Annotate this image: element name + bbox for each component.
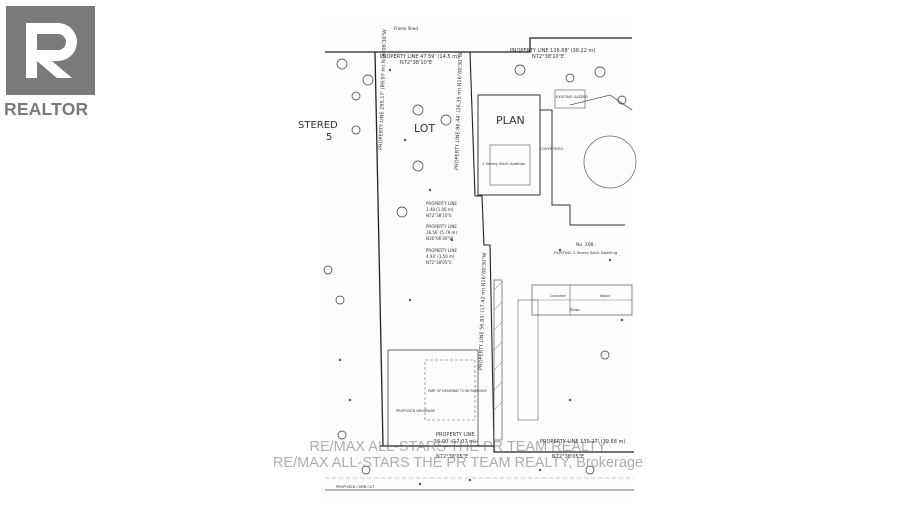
line-right-vertical: PROPERTY LINE 56.83' (17.42 m) N16°00'30… xyxy=(478,252,488,370)
line-pl1b: 3.48 (1.06 m) xyxy=(426,207,454,212)
label-part-driveway: PART OF DRIVEWAY TO BE REMOVED xyxy=(428,389,487,393)
line-bottom-left-b: 56.00' (17.07 m) xyxy=(434,439,476,445)
line-top-right: PROPERTY LINE 126.68' (38.22 m) xyxy=(510,48,595,54)
realtor-logo-text: REALTOR xyxy=(4,99,89,119)
line-pl2: PROPERTY LINE xyxy=(426,224,457,229)
line-bottom-left: PROPERTY LINE xyxy=(436,432,475,438)
label-patio: COVER PATIO xyxy=(540,147,563,151)
label-existing: EXISTING 2 Storey Brick Dwelling xyxy=(554,250,618,255)
label-no208: No. 208 xyxy=(576,242,594,248)
label-concrete: Concrete xyxy=(550,294,566,298)
line-bottom-right-b: N72°38'05"E xyxy=(552,454,584,460)
line-pl3c: N72°38'05"E xyxy=(426,260,452,265)
line-pl1c: N72°38'10"E xyxy=(426,213,452,218)
site-plan-drawing: LOT PLAN STERED 5 Frame Shed EXISTING GA… xyxy=(298,20,637,502)
realtor-r-logo-icon xyxy=(26,23,77,78)
line-bottom-right: PROPERTY LINE 130.27' (39.68 m) xyxy=(540,439,625,445)
line-top-left-b: N72°38'10"E xyxy=(400,60,432,66)
watermark-line-2: RE/MAX ALL-STARS THE PR TEAM REALTY, Bro… xyxy=(272,455,644,471)
label-gazebo: EXISTING GAZEBO xyxy=(556,95,589,99)
line-top-right-b: N72°38'10"E xyxy=(532,54,564,60)
realtor-logo xyxy=(6,6,95,95)
line-pl1: PROPERTY LINE xyxy=(426,201,457,206)
line-left-vertical: PROPERTY LINE 295.17' (89.97 m) N16°06'3… xyxy=(378,29,388,150)
label-house: 1 Storey Brick Addition xyxy=(482,161,526,166)
line-pl2c: N16°06'30"W xyxy=(426,236,453,241)
line-top-left: PROPERTY LINE 47.59' (14.5 m) xyxy=(380,54,459,60)
line-mid-vertical: PROPERTY LINE 86.44' (26.35 m) N16°00'30… xyxy=(454,52,464,170)
label-driveway: PROPOSED DRIVEWAY xyxy=(396,409,436,413)
watermark-line-1: RE/MAX ALL-STARS THE PR TEAM REALTY xyxy=(309,439,607,455)
label-wood: Wood xyxy=(600,294,610,298)
label-lot: LOT xyxy=(414,122,435,135)
label-registered: STERED xyxy=(298,120,338,131)
label-curb: PROPOSED CURB CUT xyxy=(336,485,375,489)
line-pl3: PROPERTY LINE xyxy=(426,248,457,253)
label-frame-shed: Frame Shed xyxy=(394,26,418,31)
label-steps: Steps xyxy=(570,308,580,312)
line-bottom-left-c: N72°38'05"E xyxy=(436,454,468,460)
label-plan: PLAN xyxy=(496,114,525,127)
line-pl3b: 4.93' (1.50 m) xyxy=(426,254,455,259)
site-plan: LOT PLAN STERED 5 Frame Shed EXISTING GA… xyxy=(270,0,642,506)
line-pl2b: 18.56' (5.79 m) xyxy=(426,230,457,235)
label-number: 5 xyxy=(326,132,332,143)
